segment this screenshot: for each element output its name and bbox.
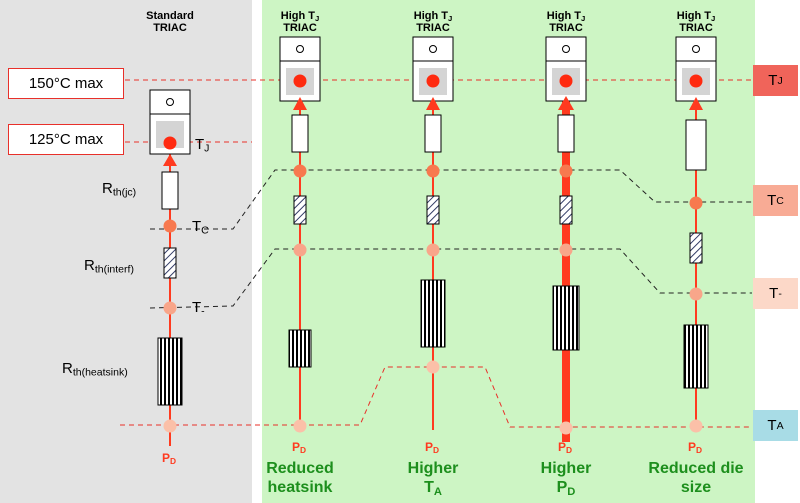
column-header-line2: TRIAC (549, 22, 583, 34)
column-header-line2: TRIAC (153, 22, 187, 34)
column-header-line1: High T (280, 10, 315, 22)
limit-125-box: 125°C max (8, 124, 124, 155)
column-header-line2: TRIAC (679, 22, 713, 34)
caption-line2: size (680, 479, 712, 496)
rth-jc-label: Rth(jc) (102, 180, 137, 199)
tc-line (150, 169, 752, 230)
tminus-dots (163, 243, 703, 315)
pd-sub: D (696, 445, 703, 456)
legend-tminus: T- (753, 278, 798, 309)
column-header-high-tj-2: High TJ TRIAC (403, 10, 463, 34)
pd-main: P (292, 440, 301, 454)
pd-main: P (558, 440, 567, 454)
pd-sub: D (566, 445, 573, 456)
rth-heatsink-label: Rth(heatsink) (62, 360, 128, 379)
caption-line1: Higher (407, 460, 459, 477)
tj-point-label: TJ (195, 136, 210, 155)
tminus-sub: - (201, 305, 205, 318)
pd-main: P (688, 440, 697, 454)
column-header-line2: TRIAC (283, 22, 317, 34)
caption-reduced-die-size: Reduced die size (641, 459, 751, 497)
pd-label-standard: PD (162, 451, 177, 467)
column-header-standard: Standard TRIAC (140, 10, 200, 34)
caption-higher-ta: Higher TA (393, 459, 473, 497)
column-header-line1: High T (546, 10, 581, 22)
pd-main: P (425, 440, 434, 454)
high-tj-panel (262, 0, 755, 503)
tj-main: T (195, 136, 205, 153)
rjc-boxes (161, 114, 707, 210)
column-header-line1-sub: J (314, 13, 320, 23)
caption-line1: Reduced (266, 460, 334, 477)
caption-line2: heatsink (267, 479, 333, 496)
column-header-line1: Standard (146, 10, 194, 22)
column-header-line1-sub: J (447, 13, 453, 23)
pd-sub: D (433, 445, 440, 456)
tc-dots (163, 164, 703, 233)
caption-line2: P (556, 479, 568, 496)
column-header-line1: High T (413, 10, 448, 22)
column-header-line2: TRIAC (416, 22, 450, 34)
legend-tminus-main: T (769, 285, 779, 302)
heat-arrows (163, 96, 703, 166)
column-header-high-tj-3: High TJ TRIAC (536, 10, 596, 34)
tc-point-label: TC (192, 218, 209, 237)
caption-line2: T (424, 479, 434, 496)
caption-line2-sub: D (567, 485, 576, 498)
rth-interf-main: R (84, 257, 95, 274)
tminus-point-label: T- (192, 299, 205, 318)
heatsink-boxes (157, 279, 709, 406)
tj-dots (163, 74, 703, 150)
column-header-line1-sub: J (710, 13, 716, 23)
rth-heatsink-main: R (62, 360, 73, 377)
column-header-line1-sub: J (580, 13, 586, 23)
tc-sub: C (201, 224, 209, 237)
caption-line1: Reduced die (648, 460, 744, 477)
caption-reduced-heatsink: Reduced heatsink (255, 459, 345, 497)
caption-line1: Higher (540, 460, 592, 477)
interface-boxes (163, 195, 703, 279)
pd-label-col3: PD (558, 440, 573, 456)
tc-main: T (192, 218, 202, 235)
caption-higher-pd: Higher PD (526, 459, 606, 497)
tminus-line (149, 248, 752, 309)
limit-150-box: 150°C max (8, 68, 124, 99)
pd-sub: D (170, 456, 177, 467)
legend-tc-main: T (767, 192, 777, 209)
caption-line2-sub: A (433, 485, 442, 498)
column-header-high-tj-1: High TJ TRIAC (270, 10, 330, 34)
pd-main: P (162, 451, 171, 465)
ta-dots (163, 360, 703, 435)
rth-heatsink-sub: th(heatsink) (72, 366, 128, 379)
tminus-main: T (192, 299, 202, 316)
column-header-line1: High T (676, 10, 711, 22)
rth-interf-label: Rth(interf) (84, 257, 134, 276)
pd-label-col4: PD (688, 440, 703, 456)
column-header-high-tj-4: High TJ TRIAC (666, 10, 726, 34)
legend-tj-main: T (768, 72, 778, 89)
pd-sub: D (300, 445, 307, 456)
rth-jc-main: R (102, 180, 113, 197)
legend-ta-main: T (767, 417, 777, 434)
pd-label-col1: PD (292, 440, 307, 456)
rth-jc-sub: th(jc) (112, 186, 137, 199)
tj-sub: J (204, 142, 210, 155)
rth-interf-sub: th(interf) (94, 263, 134, 276)
pd-label-col2: PD (425, 440, 440, 456)
